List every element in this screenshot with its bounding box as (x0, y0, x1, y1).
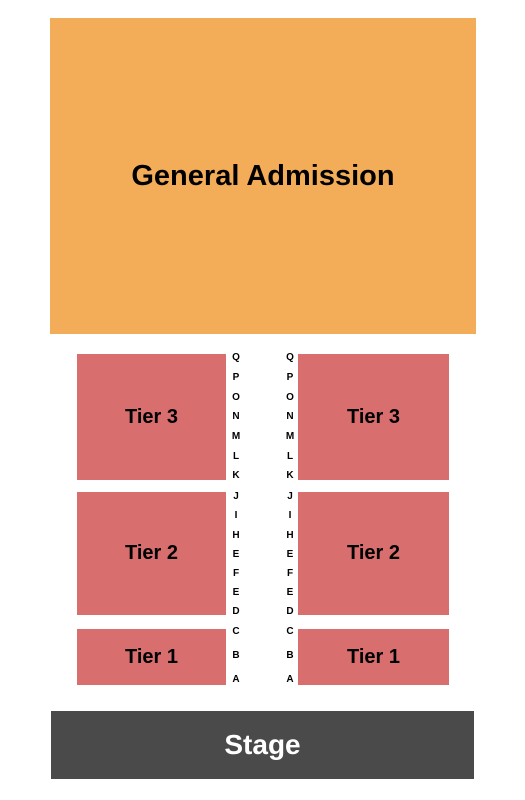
left-tier-1-section[interactable]: Tier 1 (77, 629, 226, 685)
right-row-label: K (286, 470, 294, 481)
left-row-label: M (231, 431, 241, 442)
right-row-label: B (286, 650, 294, 661)
right-row-label: D (286, 606, 294, 617)
right-tier-3-label: Tier 3 (347, 405, 400, 428)
left-row-label: D (232, 606, 240, 617)
left-row-label: L (232, 451, 240, 462)
left-row-label: F (232, 568, 240, 579)
right-row-label: I (288, 510, 292, 521)
left-row-label: A (232, 674, 240, 685)
right-row-label: M (285, 431, 295, 442)
left-row-label: C (232, 626, 240, 637)
right-tier-1-label: Tier 1 (347, 645, 400, 668)
right-row-label: E (286, 587, 294, 598)
right-row-label: P (286, 372, 294, 383)
left-row-label: H (232, 530, 240, 541)
left-row-label: Q (232, 352, 240, 363)
left-tier-2-label: Tier 2 (125, 542, 178, 564)
stage: Stage (51, 711, 474, 779)
right-tier-3-section[interactable]: Tier 3 (298, 354, 449, 480)
right-row-label: C (286, 626, 294, 637)
right-tier-2-section[interactable]: Tier 2 (298, 492, 449, 615)
left-tier-1-label: Tier 1 (125, 645, 178, 668)
right-row-label: F (286, 568, 294, 579)
left-row-label: E (232, 587, 240, 598)
left-row-label: N (232, 411, 240, 422)
left-tier-3-label: Tier 3 (125, 405, 178, 428)
left-row-label: K (232, 470, 240, 481)
left-row-label: E (232, 549, 240, 560)
right-row-label: A (286, 674, 294, 685)
general-admission-label: General Admission (131, 159, 395, 192)
right-row-label: O (286, 392, 294, 403)
right-row-label: L (286, 451, 294, 462)
right-tier-1-section[interactable]: Tier 1 (298, 629, 449, 685)
right-tier-2-label: Tier 2 (347, 542, 400, 564)
left-row-label: J (233, 491, 239, 502)
stage-label: Stage (224, 729, 301, 760)
left-tier-2-section[interactable]: Tier 2 (77, 492, 226, 615)
general-admission-section[interactable]: General Admission (50, 18, 476, 334)
left-row-label: O (232, 392, 240, 403)
right-row-label: H (286, 530, 294, 541)
left-row-label: B (232, 650, 240, 661)
left-tier-3-section[interactable]: Tier 3 (77, 354, 226, 480)
right-row-label: N (286, 411, 294, 422)
left-row-label: I (234, 510, 238, 521)
left-row-label: P (232, 372, 240, 383)
right-row-label: J (287, 491, 293, 502)
right-row-label: E (286, 549, 294, 560)
right-row-label: Q (286, 352, 294, 363)
